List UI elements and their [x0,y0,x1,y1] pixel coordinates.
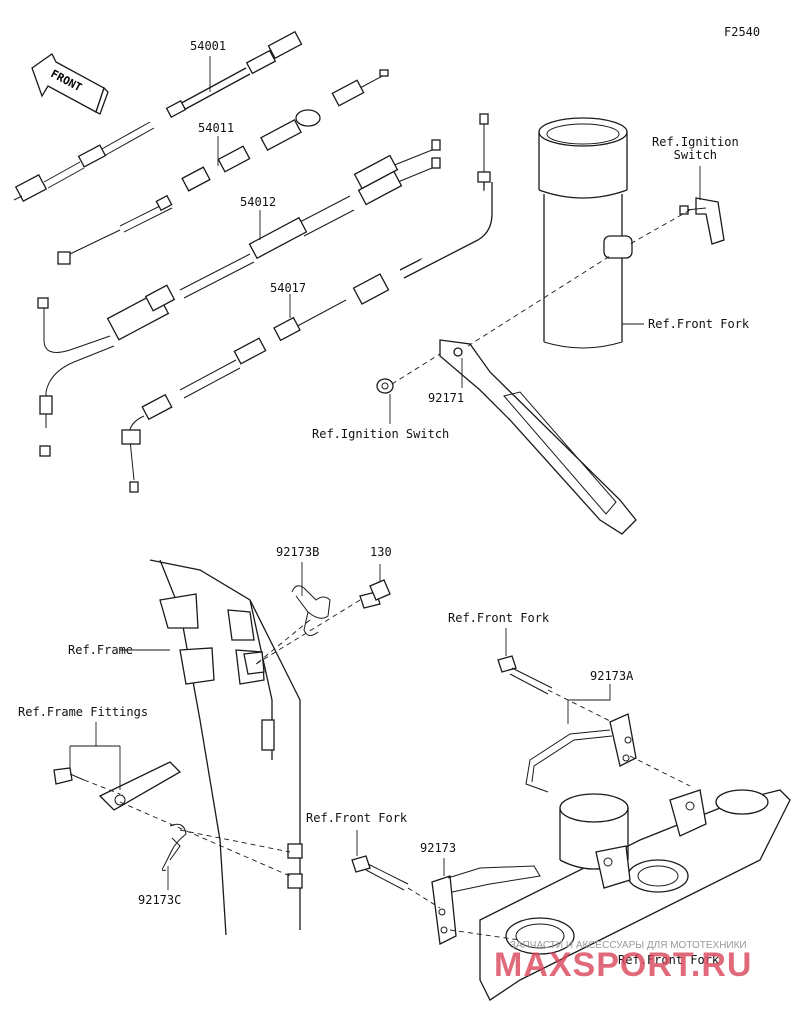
cable-54011 [57,69,389,265]
part-label-92173: 92173 [420,841,457,855]
clamp-92173 [351,855,541,945]
ignition-bracket-bolt [679,197,725,245]
leader-lines [69,56,701,890]
ref-frame-label: Ref.Frame [68,643,134,657]
part-label-92171: 92171 [428,391,465,405]
watermark-brand: MAXSPORT.RU [494,946,753,984]
cable-54012 [37,139,441,457]
front-direction-arrow: FRONT [31,53,109,115]
part-label-92173b: 92173B [276,545,320,559]
part-label-54012: 54012 [240,195,277,209]
dashed-reference-lines [83,209,691,941]
part-label-54017: 54017 [270,281,307,295]
part-label-54011: 54011 [198,121,235,135]
ref-front-fork-label-4: Ref.Front Fork [618,953,720,967]
ref-front-fork-label-2: Ref.Front Fork [448,611,550,625]
clamp-92173b-bolt-130 [291,579,391,636]
part-label-54001: 54001 [190,39,227,53]
ref-ignition-switch-label-2: Ref.Ignition Switch [312,427,450,441]
front-fork-tube [538,117,633,349]
part-label-92173a: 92173A [590,669,634,683]
frame-section [149,559,303,936]
ref-front-fork-label-3: Ref.Front Fork [306,811,408,825]
watermark-tagline: ЗАПЧАСТИ И АКСЕССУАРЫ ДЛЯ МОТОТЕХНИКИ [510,940,747,951]
clamp-92173a [497,655,637,793]
cable-54001 [13,30,303,203]
ref-ignition-switch-label-top: Ref.Ignition Switch [652,135,739,162]
bracket-92171 [376,339,637,535]
cable-54017 [121,113,493,493]
part-label-130: 130 [370,545,392,559]
fork-bottom-bracket [479,789,791,1001]
ref-front-fork-label-1: Ref.Front Fork [648,317,750,331]
diagram-code: F2540 [724,25,761,39]
frame-fitting-92173c [53,761,187,871]
part-label-92173c: 92173C [138,893,182,907]
ref-frame-fittings-label: Ref.Frame Fittings [18,705,149,719]
